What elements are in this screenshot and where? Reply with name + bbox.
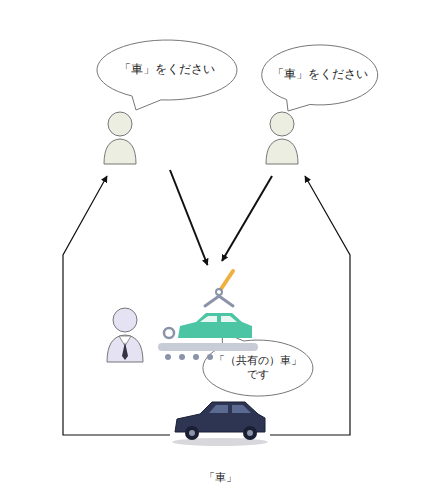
car-node: 「車」 <box>170 398 270 490</box>
person-icon <box>266 112 298 164</box>
flow-arrow <box>170 170 208 265</box>
bubble-text: 「（共有の）車」 です <box>209 354 307 383</box>
speech-node: 「車」をください <box>262 45 378 170</box>
bubble-text: 「車」をください <box>272 67 368 83</box>
car-label: 「車」 <box>204 471 237 485</box>
speech-bubble <box>262 45 378 111</box>
bubble-text: 「車」をください <box>119 62 215 78</box>
car-icon <box>172 402 268 446</box>
flow-arrow <box>222 176 272 261</box>
speech-node: 「（共有の）車」 です <box>105 265 310 395</box>
flow-arrow <box>63 176 170 435</box>
speech-bubble <box>97 40 237 110</box>
worker-icon <box>107 308 143 362</box>
flow-arrow <box>270 176 350 435</box>
speech-bubble <box>203 332 313 396</box>
person-icon <box>104 112 136 164</box>
factory-line <box>158 271 258 360</box>
speech-node: 「車」をください <box>95 42 245 170</box>
